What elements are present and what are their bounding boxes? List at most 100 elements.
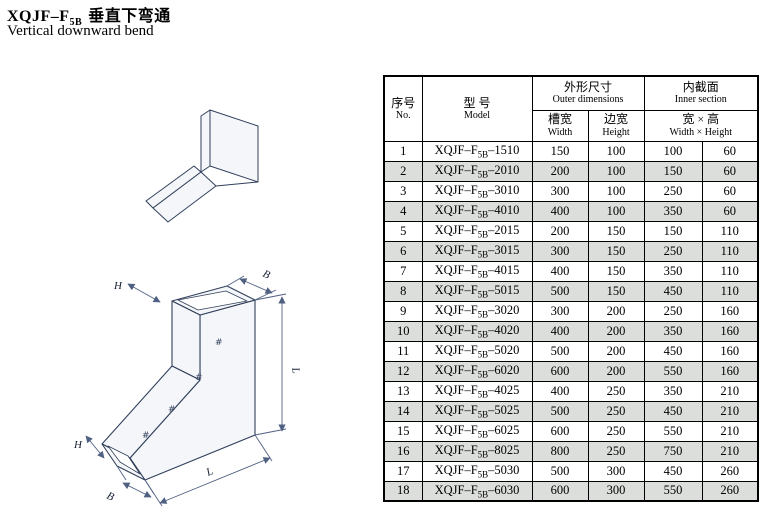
cell-inner-width: 250 bbox=[643, 180, 703, 202]
header-no: 序号 No. bbox=[383, 75, 423, 142]
header-model: 型 号 Model bbox=[421, 75, 533, 142]
header-outer-en: Outer dimensions bbox=[552, 94, 624, 106]
cell-no: 16 bbox=[383, 440, 423, 462]
cell-inner-width: 750 bbox=[643, 440, 703, 462]
cell-no: 15 bbox=[383, 420, 423, 442]
dim-label-h-left: H bbox=[73, 439, 83, 451]
header-outer-dimensions: 外形尺寸 Outer dimensions bbox=[531, 75, 645, 111]
cell-outer-width: 600 bbox=[531, 420, 589, 442]
dimension-lines bbox=[85, 275, 287, 507]
cell-outer-width: 600 bbox=[531, 480, 589, 502]
cell-outer-height: 250 bbox=[587, 380, 645, 402]
cell-model: XQJF–F5B–5015 bbox=[421, 280, 533, 302]
cell-inner-height: 60 bbox=[701, 200, 759, 222]
cell-no: 5 bbox=[383, 220, 423, 242]
title-chinese: 垂直下弯通 bbox=[88, 8, 171, 25]
cell-model: XQJF–F5B–6030 bbox=[421, 480, 533, 502]
cell-outer-height: 250 bbox=[587, 420, 645, 442]
cell-inner-width: 150 bbox=[643, 220, 703, 242]
cell-model: XQJF–F5B–4015 bbox=[421, 260, 533, 282]
header-slot-width-en: Width bbox=[547, 126, 573, 138]
cell-outer-width: 400 bbox=[531, 380, 589, 402]
cell-outer-width: 500 bbox=[531, 280, 589, 302]
cell-inner-width: 550 bbox=[643, 360, 703, 382]
svg-text:#: # bbox=[215, 338, 223, 348]
dimension-labels: H B L H B L bbox=[73, 268, 302, 504]
dim-label-b-bottom: B bbox=[105, 490, 116, 504]
header-inner-cn: 内截面 bbox=[682, 80, 719, 95]
cell-outer-height: 300 bbox=[587, 480, 645, 502]
cell-no: 1 bbox=[383, 140, 423, 162]
cell-inner-height: 160 bbox=[701, 300, 759, 322]
cell-outer-width: 300 bbox=[531, 180, 589, 202]
cell-model: XQJF–F5B–1510 bbox=[421, 140, 533, 162]
cell-no: 11 bbox=[383, 340, 423, 362]
cell-model: XQJF–F5B–5020 bbox=[421, 340, 533, 362]
cell-outer-height: 100 bbox=[587, 160, 645, 182]
technical-drawing: # # # # bbox=[73, 109, 302, 507]
cell-model: XQJF–F5B–6025 bbox=[421, 420, 533, 442]
header-model-en: Model bbox=[463, 109, 491, 121]
cell-inner-width: 100 bbox=[643, 140, 703, 162]
dim-label-l-bottom: L bbox=[204, 465, 215, 479]
cell-inner-width: 350 bbox=[643, 380, 703, 402]
cell-model: XQJF–F5B–2010 bbox=[421, 160, 533, 182]
cell-outer-height: 200 bbox=[587, 360, 645, 382]
cell-inner-height: 210 bbox=[701, 440, 759, 462]
cell-inner-height: 260 bbox=[701, 460, 759, 482]
bend-sketch-small bbox=[145, 109, 259, 223]
cell-inner-height: 160 bbox=[701, 340, 759, 362]
cell-outer-width: 400 bbox=[531, 200, 589, 222]
header-side-height-cn: 边宽 bbox=[604, 112, 629, 127]
cell-outer-height: 300 bbox=[587, 460, 645, 482]
cell-outer-width: 300 bbox=[531, 300, 589, 322]
cell-inner-height: 60 bbox=[701, 180, 759, 202]
cell-model: XQJF–F5B–5025 bbox=[421, 400, 533, 422]
cell-inner-height: 210 bbox=[701, 380, 759, 402]
header-inner-en: Inner section bbox=[674, 94, 727, 106]
cell-inner-height: 260 bbox=[701, 480, 759, 502]
cell-inner-height: 110 bbox=[701, 280, 759, 302]
cell-inner-height: 110 bbox=[701, 260, 759, 282]
cell-outer-width: 500 bbox=[531, 400, 589, 422]
cell-inner-width: 450 bbox=[643, 460, 703, 482]
cell-outer-width: 200 bbox=[531, 220, 589, 242]
cell-inner-height: 110 bbox=[701, 220, 759, 242]
cell-inner-width: 550 bbox=[643, 480, 703, 502]
header-inner-wh-en: Width × Height bbox=[669, 126, 732, 138]
svg-text:#: # bbox=[142, 431, 150, 441]
cell-no: 2 bbox=[383, 160, 423, 182]
cell-inner-width: 150 bbox=[643, 160, 703, 182]
cell-no: 14 bbox=[383, 400, 423, 422]
cell-no: 17 bbox=[383, 460, 423, 482]
svg-text:#: # bbox=[195, 373, 203, 383]
header-outer-cn: 外形尺寸 bbox=[564, 80, 613, 95]
cell-inner-width: 250 bbox=[643, 240, 703, 262]
cell-model: XQJF–F5B–6020 bbox=[421, 360, 533, 382]
cell-model: XQJF–F5B–3020 bbox=[421, 300, 533, 322]
cell-outer-width: 500 bbox=[531, 460, 589, 482]
cell-outer-height: 250 bbox=[587, 400, 645, 422]
dim-label-h-top: H bbox=[113, 280, 123, 292]
header-no-en: No. bbox=[395, 109, 411, 121]
dimensions-table: 序号 No. 型 号 Model 外形尺寸 Outer dimensions 内… bbox=[383, 75, 760, 502]
page-subtitle: Vertical downward bend bbox=[7, 23, 154, 39]
cell-outer-height: 200 bbox=[587, 320, 645, 342]
cell-inner-width: 450 bbox=[643, 400, 703, 422]
cell-no: 3 bbox=[383, 180, 423, 202]
header-inner-wh-cn: 宽 × 高 bbox=[682, 112, 720, 127]
